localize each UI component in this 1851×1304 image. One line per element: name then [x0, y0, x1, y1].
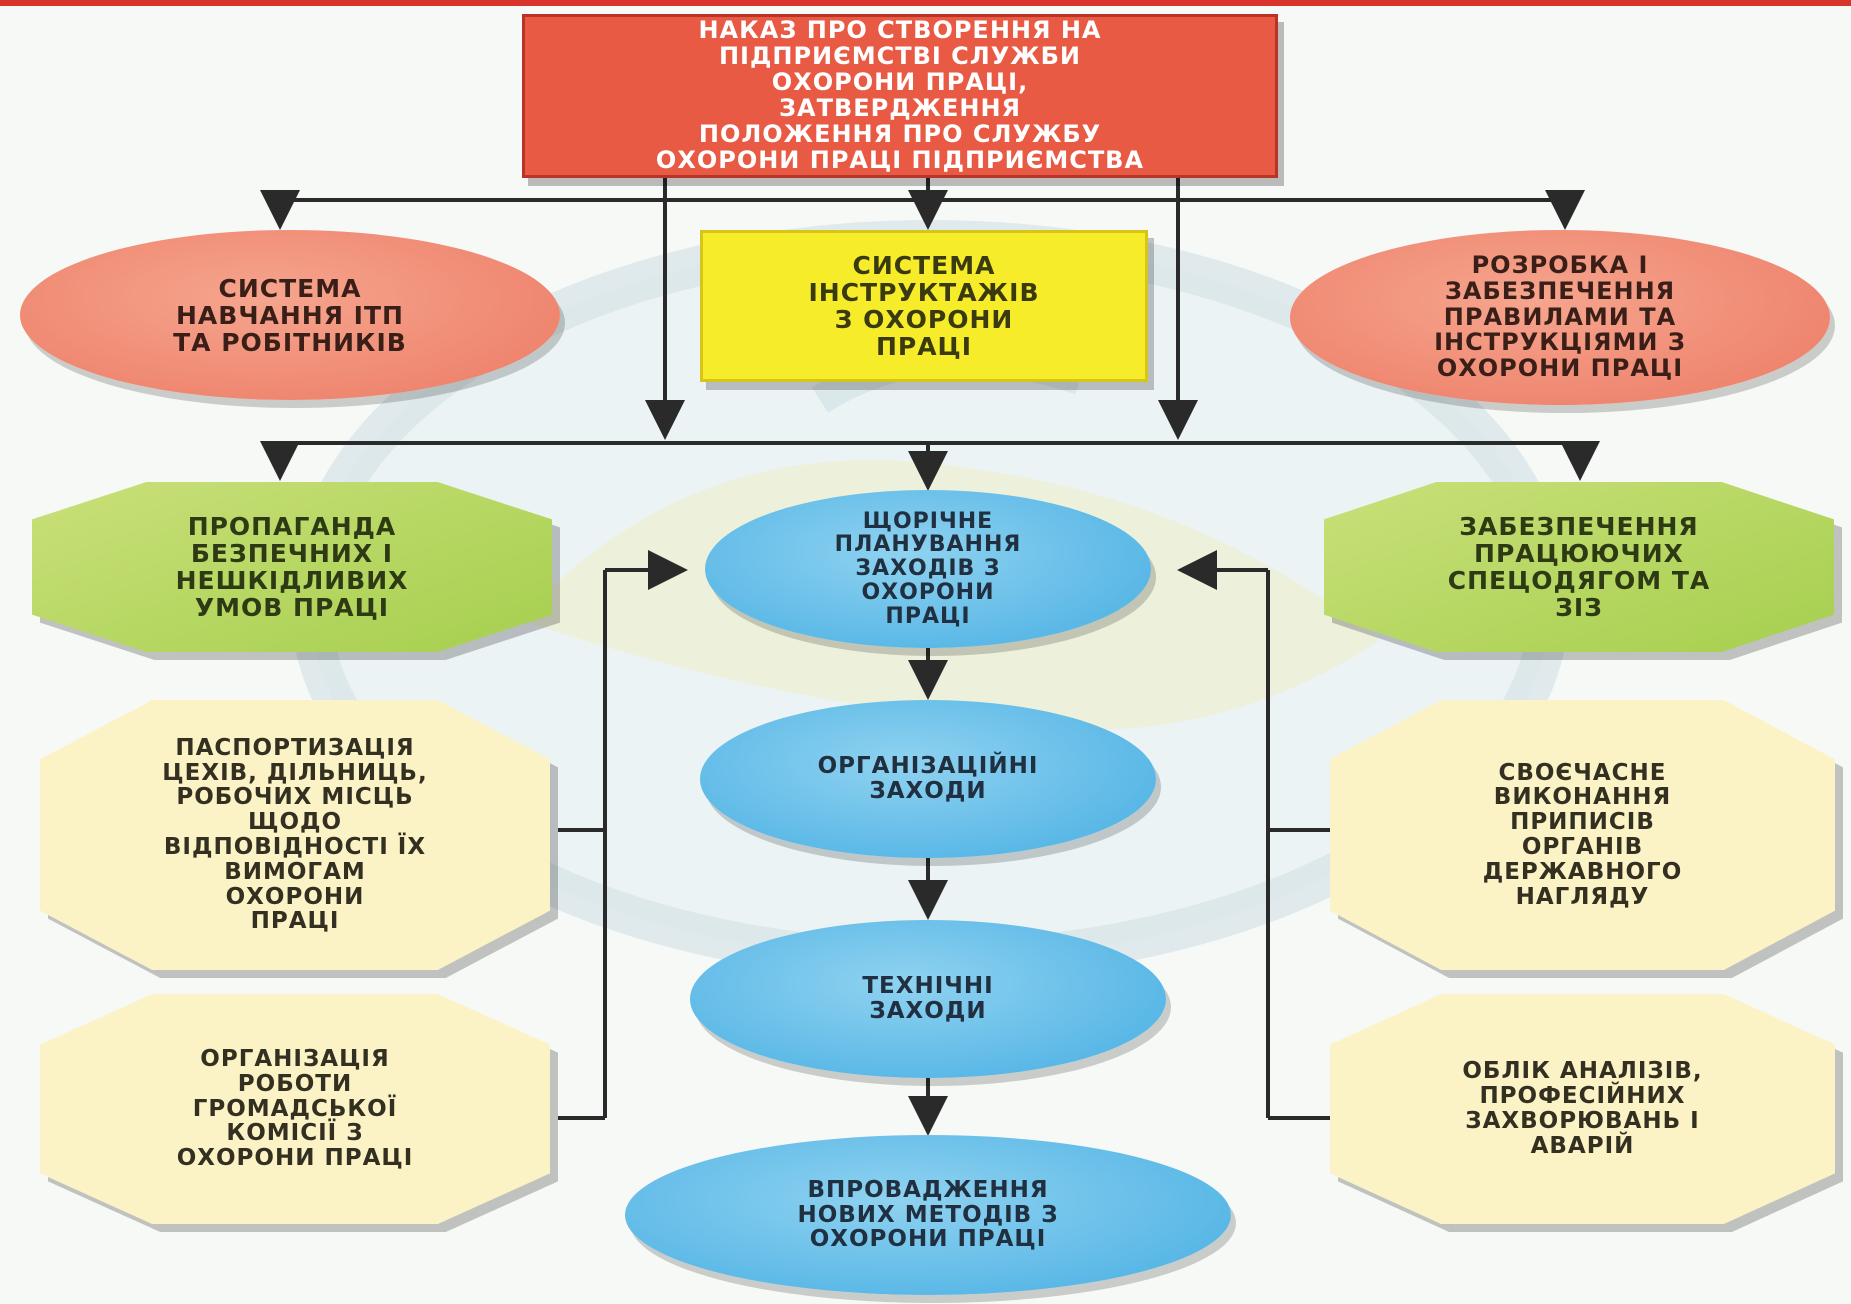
accounting-node: ОБЛІК АНАЛІЗІВ, ПРОФЕСІЙНИХ ЗАХВОРЮВАНЬ … — [1330, 994, 1835, 1224]
order-top-box: НАКАЗ ПРО СТВОРЕННЯ НА ПІДПРИЄМСТВІ СЛУЖ… — [522, 14, 1278, 178]
certification-label: ПАСПОРТИЗАЦІЯ ЦЕХІВ, ДІЛЬНИЦЬ, РОБОЧИХ М… — [162, 734, 428, 935]
organizational-measures-node: ОРГАНІЗАЦІЙНІ ЗАХОДИ — [700, 700, 1156, 858]
commission-label: ОРГАНІЗАЦІЯ РОБОТИ ГРОМАДСЬКОЇ КОМІСІЇ З… — [176, 1045, 414, 1172]
new-methods-label: ВПРОВАДЖЕННЯ НОВИХ МЕТОДІВ З ОХОРОНИ ПРА… — [797, 1176, 1059, 1253]
certification-node: ПАСПОРТИЗАЦІЯ ЦЕХІВ, ДІЛЬНИЦЬ, РОБОЧИХ М… — [40, 700, 550, 970]
commission-node: ОРГАНІЗАЦІЯ РОБОТИ ГРОМАДСЬКОЇ КОМІСІЇ З… — [40, 994, 550, 1224]
training-system-label: СИСТЕМА НАВЧАННЯ ІТП ТА РОБІТНИКІВ — [173, 273, 407, 357]
new-methods-node: ВПРОВАДЖЕННЯ НОВИХ МЕТОДІВ З ОХОРОНИ ПРА… — [625, 1135, 1231, 1295]
ppe-supply-node: ЗАБЕЗПЕЧЕННЯ ПРАЦЮЮЧИХ СПЕЦОДЯГОМ ТА ЗІЗ — [1324, 482, 1834, 652]
briefings-system-node: СИСТЕМА ІНСТРУКТАЖІВ З ОХОРОНИ ПРАЦІ — [700, 230, 1148, 382]
annual-planning-node: ЩОРІЧНЕ ПЛАНУВАННЯ ЗАХОДІВ З ОХОРОНИ ПРА… — [705, 490, 1151, 648]
top-border-line — [0, 0, 1851, 6]
annual-planning-label: ЩОРІЧНЕ ПЛАНУВАННЯ ЗАХОДІВ З ОХОРОНИ ПРА… — [834, 508, 1022, 629]
briefings-system-label: СИСТЕМА ІНСТРУКТАЖІВ З ОХОРОНИ ПРАЦІ — [808, 251, 1040, 361]
accounting-label: ОБЛІК АНАЛІЗІВ, ПРОФЕСІЙНИХ ЗАХВОРЮВАНЬ … — [1462, 1058, 1703, 1159]
propaganda-label: ПРОПАГАНДА БЕЗПЕЧНИХ І НЕШКІДЛИВИХ УМОВ … — [175, 512, 409, 622]
training-system-node: СИСТЕМА НАВЧАННЯ ІТП ТА РОБІТНИКІВ — [20, 230, 560, 400]
supervision-label: СВОЄЧАСНЕ ВИКОНАННЯ ПРИПИСІВ ОРГАНІВ ДЕР… — [1482, 759, 1683, 910]
technical-measures-label: ТЕХНІЧНІ ЗАХОДИ — [862, 973, 994, 1024]
rules-development-label: РОЗРОБКА І ЗАБЕЗПЕЧЕННЯ ПРАВИЛАМИ ТА ІНС… — [1434, 250, 1686, 383]
propaganda-node: ПРОПАГАНДА БЕЗПЕЧНИХ І НЕШКІДЛИВИХ УМОВ … — [32, 482, 552, 652]
organizational-measures-label: ОРГАНІЗАЦІЙНІ ЗАХОДИ — [817, 753, 1039, 804]
technical-measures-node: ТЕХНІЧНІ ЗАХОДИ — [690, 920, 1166, 1078]
rules-development-node: РОЗРОБКА І ЗАБЕЗПЕЧЕННЯ ПРАВИЛАМИ ТА ІНС… — [1290, 230, 1830, 405]
order-top-label: НАКАЗ ПРО СТВОРЕННЯ НА ПІДПРИЄМСТВІ СЛУЖ… — [655, 16, 1145, 174]
supervision-node: СВОЄЧАСНЕ ВИКОНАННЯ ПРИПИСІВ ОРГАНІВ ДЕР… — [1330, 700, 1835, 970]
ppe-supply-label: ЗАБЕЗПЕЧЕННЯ ПРАЦЮЮЧИХ СПЕЦОДЯГОМ ТА ЗІЗ — [1447, 512, 1711, 622]
